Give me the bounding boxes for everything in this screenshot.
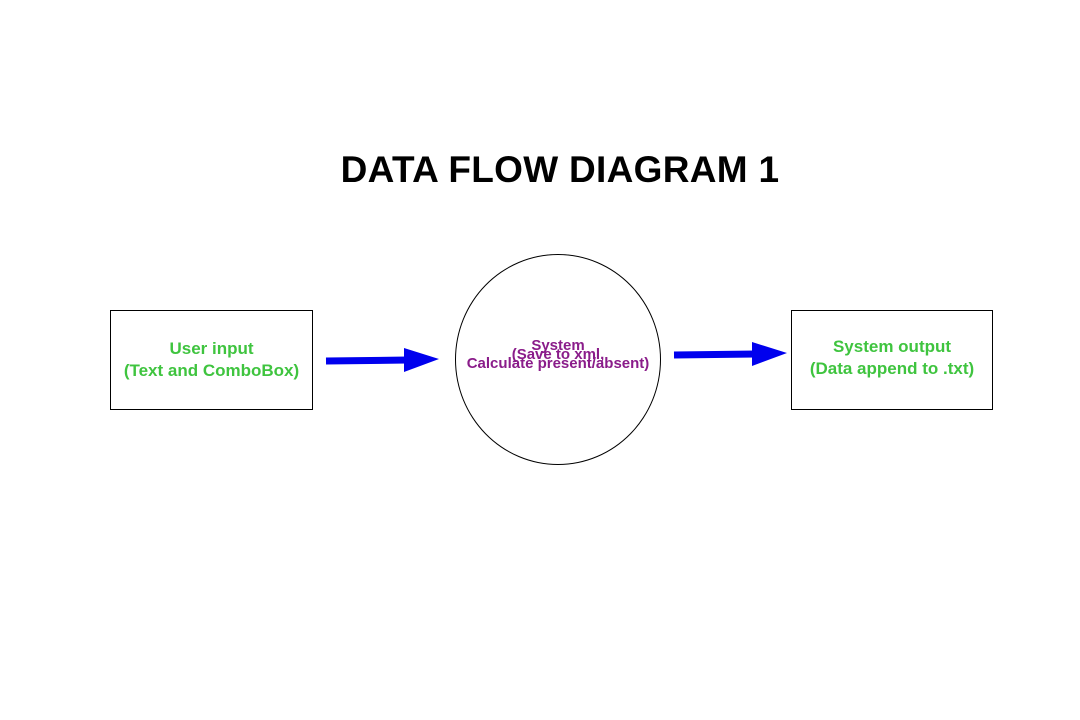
arrow-system-to-output	[673, 342, 787, 366]
user-input-label: User input	[169, 339, 254, 358]
user-input-detail: (Text and ComboBox)	[123, 361, 300, 380]
arrow-shaft	[673, 350, 757, 359]
system-process-circle: System (Save to xml, Calculate present/a…	[455, 254, 661, 465]
system-output-detail: (Data append to .txt)	[809, 359, 975, 378]
user-input-box: User input (Text and ComboBox)	[110, 310, 313, 410]
arrow-input-to-system	[325, 348, 439, 372]
system-output-box: System output (Data append to .txt)	[791, 310, 993, 410]
system-detail-calculate: Calculate present/absent)	[466, 355, 650, 372]
arrow-shaft	[325, 356, 409, 365]
diagram-title: DATA FLOW DIAGRAM 1	[340, 149, 780, 190]
system-output-label: System output	[832, 337, 952, 356]
arrow-head	[404, 348, 439, 372]
system-label: System	[531, 337, 585, 354]
system-detail-save: (Save to xml,	[511, 346, 605, 363]
arrow-head	[752, 342, 787, 366]
